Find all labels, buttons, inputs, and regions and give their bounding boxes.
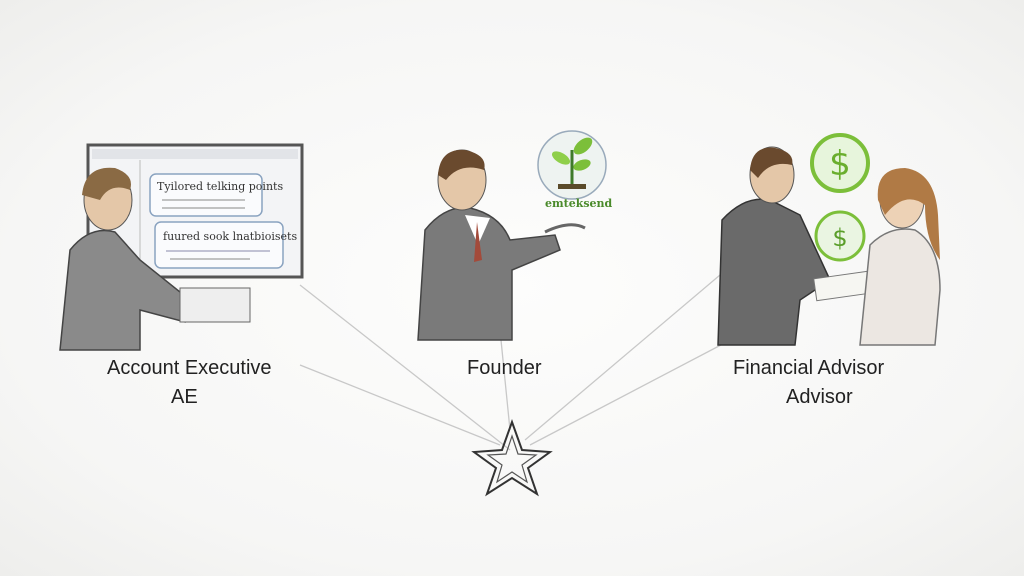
connector-line-ae-2 — [299, 364, 501, 446]
role-title-founder: Founder — [467, 357, 542, 379]
founder-badge-text: emteksend — [545, 197, 613, 210]
account-executive-figure — [59, 167, 251, 351]
svg-text:$: $ — [829, 144, 851, 184]
connector-lines — [299, 274, 741, 451]
svg-text:$: $ — [832, 224, 847, 252]
client-figure — [859, 168, 941, 346]
financial-advisor-figure — [717, 146, 872, 346]
star-icon — [471, 419, 553, 497]
connector-line-advisor — [524, 274, 721, 441]
founder-figure — [417, 149, 586, 341]
bubble-title-talking-points: Tyilored telking points — [157, 180, 284, 193]
connector-line-ae — [299, 284, 511, 451]
connector-line-founder — [499, 329, 511, 431]
dollar-coin-icon: $ — [810, 133, 870, 193]
dollar-coin-icon: $ — [814, 210, 866, 262]
role-subtitle-ae: AE — [171, 386, 198, 408]
role-subtitle-advisor: Advisor — [786, 386, 853, 408]
role-title-advisor: Financial Advisor — [733, 357, 885, 379]
connector-line-advisor-2 — [529, 334, 741, 446]
seedling-icon — [537, 130, 607, 200]
role-title-ae: Account Executive — [107, 357, 272, 379]
bubble-title-second: fuured sook lnatbioisets — [163, 230, 298, 243]
